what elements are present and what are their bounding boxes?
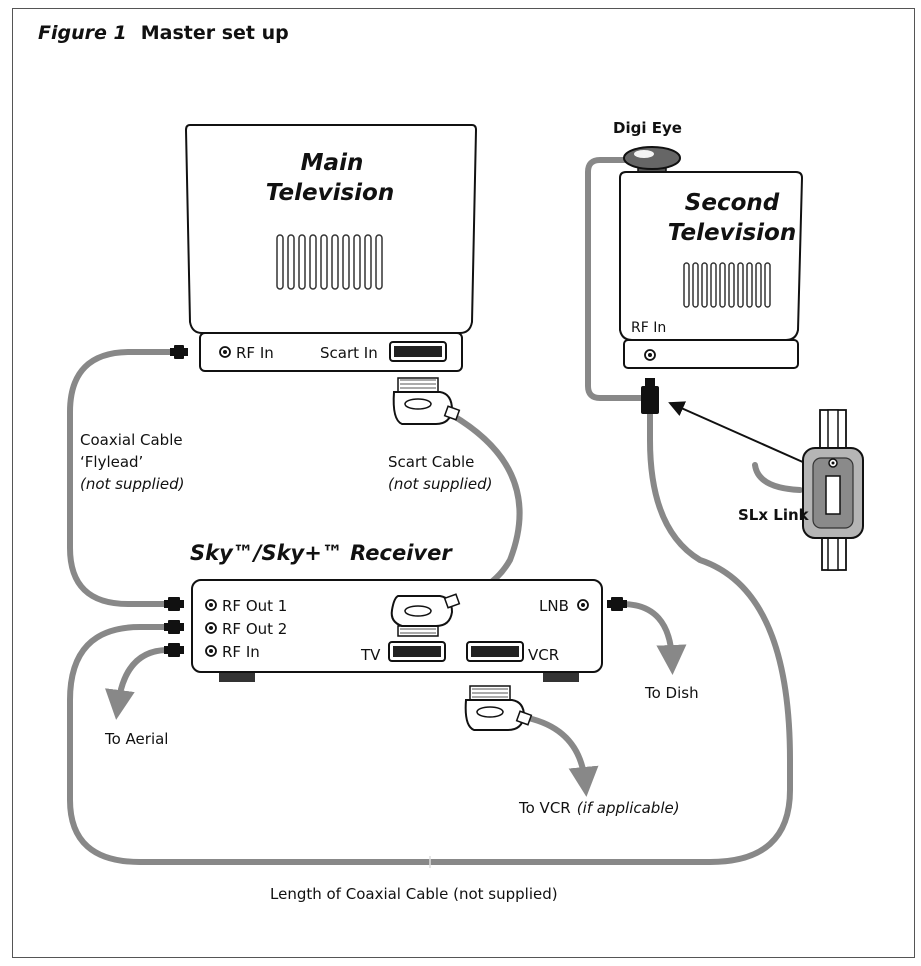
main-tv-title-2: Television [266,180,394,206]
receiver-tv-label: TV [360,646,381,664]
receiver-vcr-scart-plug [464,685,533,731]
receiver-rf-plugs [164,597,627,657]
flylead-label-1: Coaxial Cable [80,431,183,449]
receiver-rf-in-label: RF In [222,643,260,661]
main-tv-screen [184,124,478,334]
receiver-vcr-label: VCR [528,646,559,664]
main-tv-scart-plug [392,377,461,425]
receiver-rf-out-1-label: RF Out 1 [222,597,287,615]
figure-title: Figure 1 Master set up [38,22,289,44]
second-tv-base [623,339,799,369]
second-tv-rf-in-label: RF In [631,320,666,336]
long-coax-cable [67,405,793,865]
receiver-tv-scart-socket [388,641,446,662]
to-vcr-label: To VCR (if applicable) [518,799,680,817]
main-tv-rf-in-label: RF In [236,344,274,362]
second-tv-title-1: Second [685,190,780,216]
slx-link-device [802,409,864,571]
slx-lead [752,462,803,493]
main-tv-vent [276,234,383,290]
flylead-label-2: ‘Flylead’ [80,453,143,471]
long-coax-label: Length of Coaxial Cable (not supplied) [270,885,558,903]
second-tv-vent [683,262,771,308]
receiver-lnb-label: LNB [539,597,569,615]
slx-pointer-arrow [668,401,806,464]
receiver-tv-scart-plug [390,593,461,637]
vcr-cable [525,715,599,797]
scart-cable-label-1: Scart Cable [388,453,474,471]
second-television: Second Television RF In [619,146,804,369]
slx-link-label: SLx Link [738,506,810,524]
main-tv-scart-in-label: Scart In [320,344,378,362]
figure-title-text: Master set up [140,22,289,44]
scart-cable [447,412,523,603]
figure-number: Figure 1 [38,22,127,44]
flylead-cable [67,349,185,607]
dish-cable [619,601,687,675]
aerial-cable [105,647,171,720]
to-vcr-text: To VCR [518,799,571,817]
main-television: Main Television RF In Scart In [184,124,478,372]
main-tv-title-1: Main [301,150,364,176]
to-vcr-note: (if applicable) [577,799,680,817]
scart-cable-label-2: (not supplied) [388,475,493,493]
second-tv-title-2: Television [668,220,796,246]
figure-frame [12,8,915,958]
flylead-label-3: (not supplied) [80,475,185,493]
digi-eye-label: Digi Eye [613,119,682,137]
to-aerial-label: To Aerial [104,730,168,748]
receiver-rf-out-2-label: RF Out 2 [222,620,287,638]
sky-receiver: RF Out 1 RF Out 2 RF In TV VCR LNB [191,579,603,682]
second-tv-splitter-plug [641,378,659,414]
digi-eye-lead [585,157,644,401]
flylead-tv-plug [170,345,188,359]
receiver-title: Sky™/Sky+™ Receiver [190,541,453,565]
to-dish-label: To Dish [644,684,699,702]
main-tv-scart-socket [389,341,447,362]
digi-eye [623,146,681,175]
receiver-vcr-scart-socket [466,641,524,662]
